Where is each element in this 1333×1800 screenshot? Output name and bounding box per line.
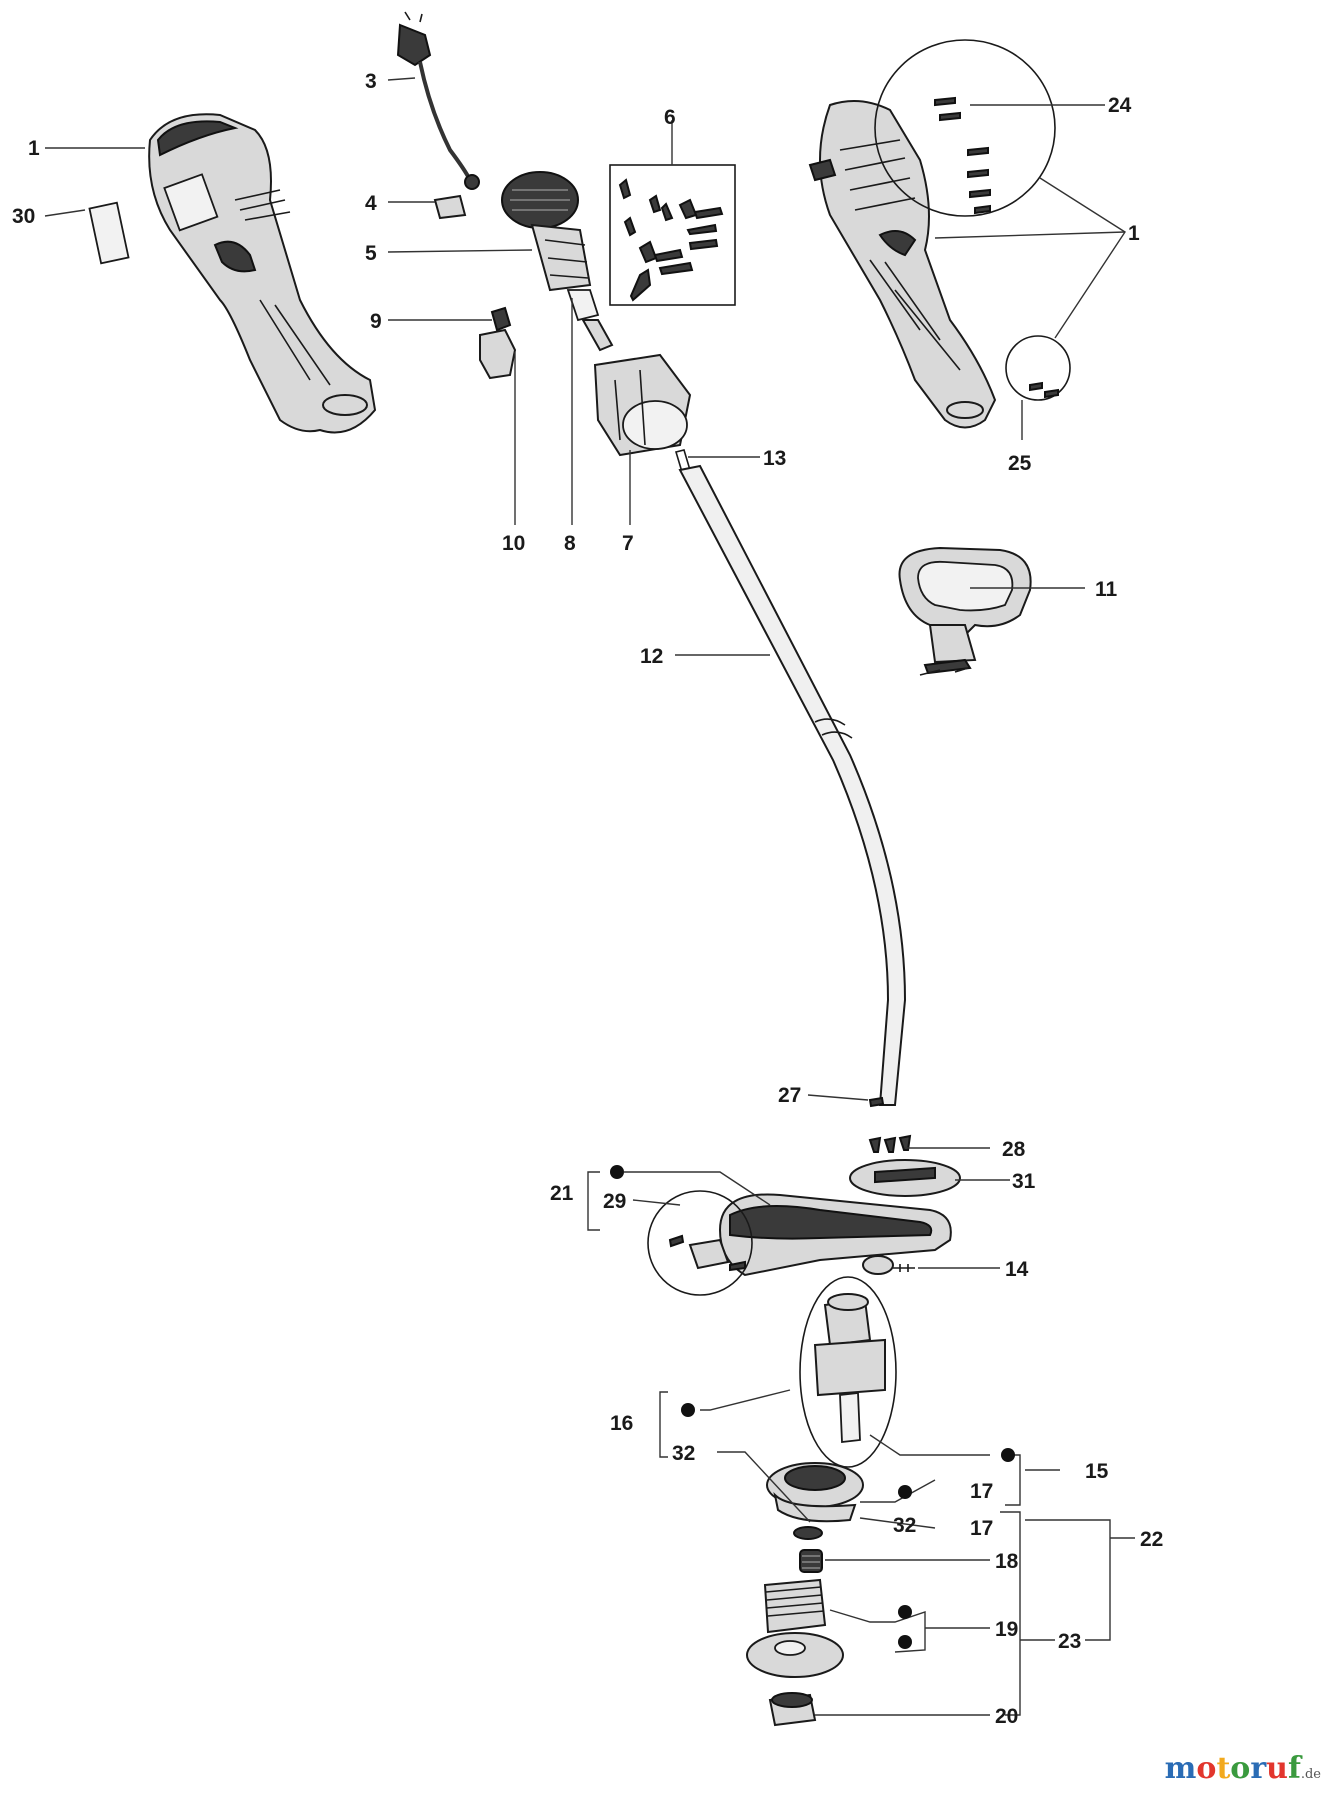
callout-labels: 1 30 3 4 5 9 6 10 8 7 13 24 1 25 11 12 2…: [12, 70, 1163, 1728]
spool: [746, 1578, 844, 1678]
callout-18: 18: [995, 1550, 1019, 1573]
callout-13: 13: [763, 447, 786, 470]
guard-bracket: [849, 1159, 961, 1197]
brand-logo: motoruf.de: [1165, 1751, 1321, 1786]
coupling-nut: [593, 353, 692, 457]
callout-23: 23: [1058, 1630, 1081, 1653]
callout-24: 24: [1108, 94, 1132, 117]
callout-25: 25: [1008, 452, 1032, 475]
callout-29: 29: [603, 1190, 626, 1213]
callout-1-right: 1: [1128, 222, 1140, 245]
label-plate: [88, 201, 130, 265]
small-screws-detail-circle: [1005, 335, 1071, 401]
callout-30: 30: [12, 205, 35, 228]
leader-lines: [44, 77, 1135, 1716]
spool-housing: [766, 1462, 864, 1523]
motor-housing-left: [148, 113, 377, 434]
motor-assembly: [799, 1276, 897, 1468]
callout-17-bottom: 17: [970, 1517, 993, 1540]
callout-21: 21: [550, 1182, 574, 1205]
tube-screw: [868, 1096, 885, 1108]
callout-32-right: 32: [893, 1514, 916, 1537]
callout-1-left: 1: [28, 137, 40, 160]
fastener-kit: [609, 164, 736, 306]
callout-10: 10: [502, 532, 525, 555]
callout-12: 12: [640, 645, 663, 668]
bump-knob: [768, 1692, 817, 1727]
callout-8: 8: [564, 532, 576, 555]
callout-16: 16: [610, 1412, 633, 1435]
callout-20: 20: [995, 1705, 1018, 1728]
line-cutter: [862, 1255, 915, 1275]
callout-4: 4: [365, 192, 377, 215]
callout-3: 3: [365, 70, 377, 93]
callout-17-top: 17: [970, 1480, 993, 1503]
callout-14: 14: [1005, 1258, 1029, 1281]
shaft-tube: [678, 464, 907, 1106]
washer: [793, 1526, 823, 1540]
auxiliary-handle: [898, 546, 1032, 676]
callout-28: 28: [1002, 1138, 1026, 1161]
reference-dots: [610, 1165, 1015, 1649]
callout-7: 7: [622, 532, 634, 555]
brand-letter-m: m: [1164, 1751, 1197, 1786]
callout-15: 15: [1085, 1460, 1109, 1483]
callout-31: 31: [1012, 1170, 1036, 1193]
callout-6: 6: [664, 106, 676, 129]
switch: [490, 306, 512, 332]
callout-32-left: 32: [672, 1442, 695, 1465]
brand-letter-u: u: [1266, 1751, 1288, 1786]
callout-9: 9: [370, 310, 382, 333]
guard-detail-circle: [647, 1190, 753, 1296]
brand-letter-t: t: [1216, 1751, 1231, 1786]
callout-27: 27: [778, 1084, 801, 1107]
brand-letter-f: f: [1287, 1751, 1301, 1786]
brand-letter-r: r: [1250, 1751, 1267, 1786]
guard-screws: [868, 1134, 912, 1153]
brand-letter-o1: o: [1196, 1751, 1217, 1786]
motor: [501, 171, 614, 352]
callout-19: 19: [995, 1618, 1018, 1641]
screws-detail-circle: [874, 39, 1056, 217]
callout-22: 22: [1140, 1528, 1163, 1551]
cord-clip: [433, 194, 467, 220]
spring: [799, 1549, 823, 1573]
power-cord: [396, 11, 480, 190]
guard: [718, 1193, 952, 1277]
callout-11: 11: [1095, 578, 1118, 601]
brand-tld: .de: [1300, 1767, 1321, 1782]
brand-letter-o2: o: [1230, 1751, 1251, 1786]
motor-housing-right: [808, 100, 997, 429]
switch-holder: [479, 328, 517, 380]
callout-5: 5: [365, 242, 377, 265]
